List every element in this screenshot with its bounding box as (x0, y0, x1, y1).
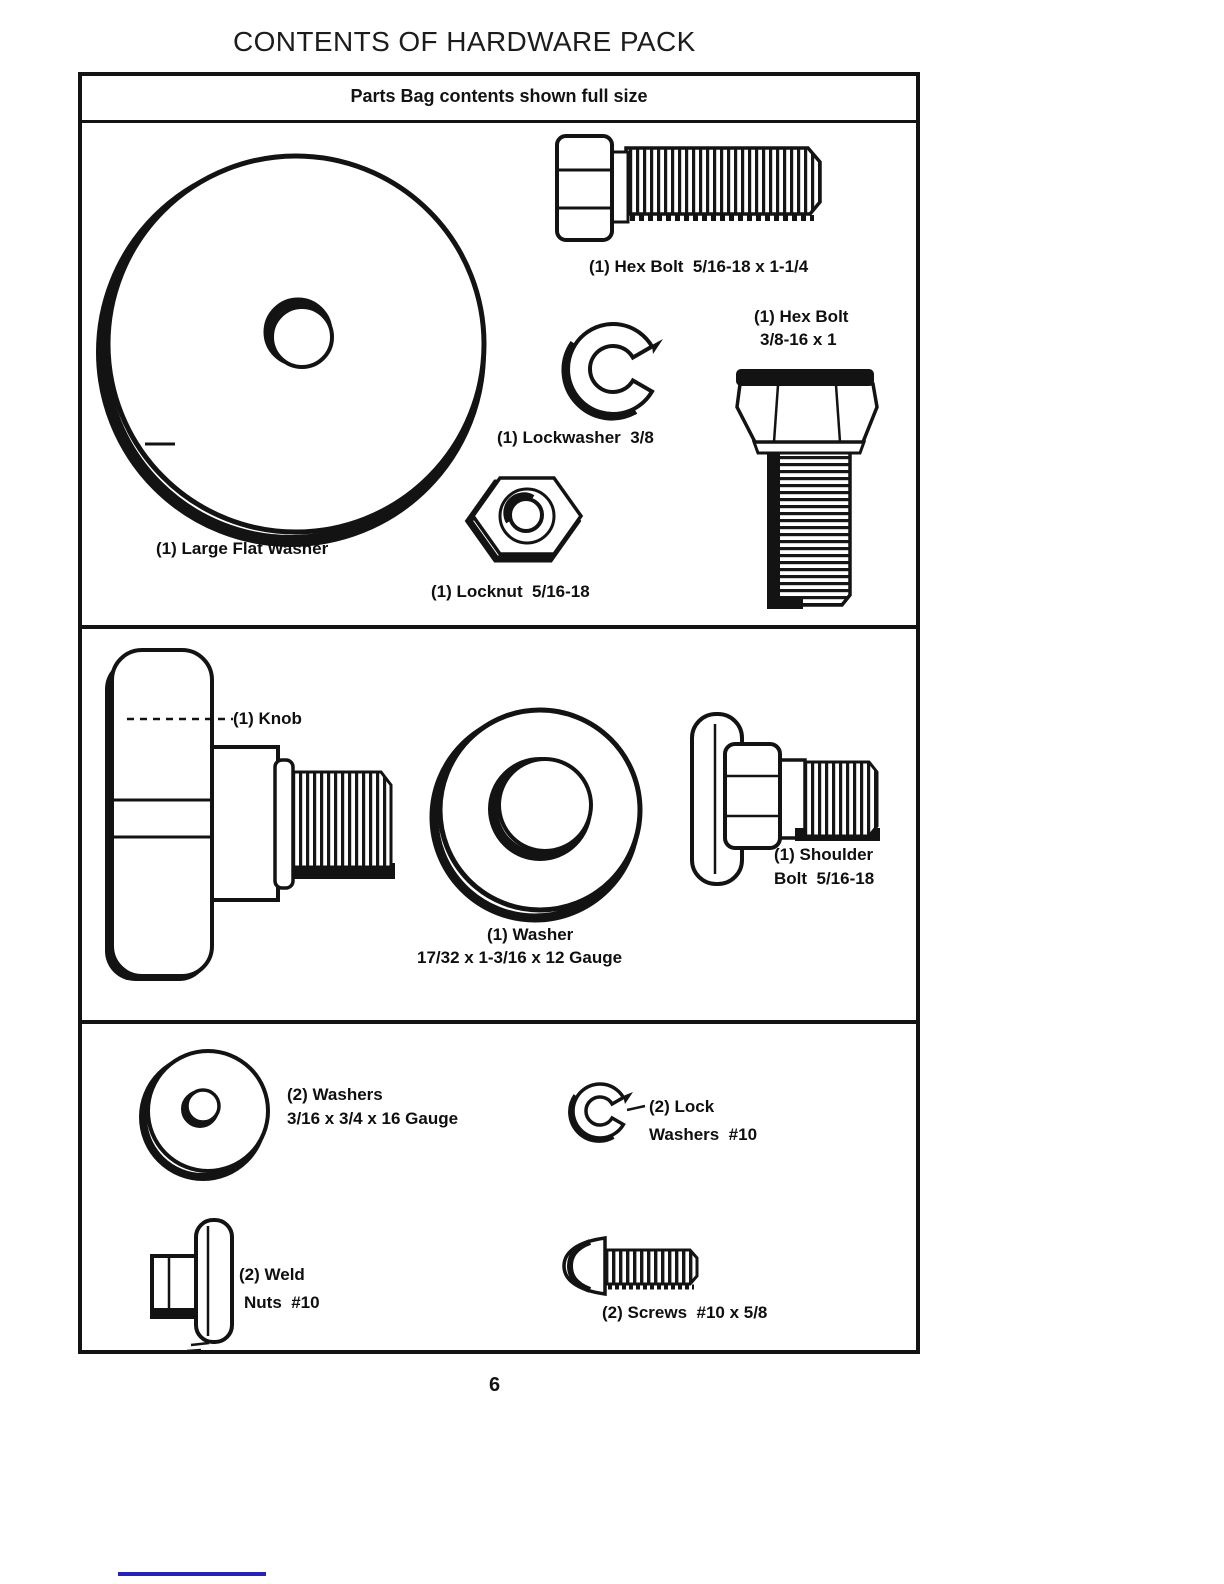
small-lockwasher-illustration (568, 1082, 646, 1143)
weld-nuts-label-line2: Nuts #10 (244, 1293, 320, 1312)
header-divider (82, 120, 916, 123)
washer-illustration (429, 707, 643, 923)
knob-label: (1) Knob (233, 709, 302, 728)
page-number: 6 (489, 1374, 501, 1396)
weld-nuts-label-line1: (2) Weld (239, 1265, 305, 1284)
shoulder-bolt-label-line1: (1) Shoulder (774, 845, 874, 864)
hex-bolt-large-label-line2: 3/8-16 x 1 (760, 330, 837, 349)
locknut-label: (1) Locknut 5/16-18 (431, 582, 590, 601)
washer-label-line1: (1) Washer (487, 925, 574, 944)
section-divider-1 (82, 625, 916, 629)
knob-illustration (105, 648, 395, 981)
washers-label-line2: 3/16 x 3/4 x 16 Gauge (287, 1109, 459, 1128)
lockwasher-illustration (561, 322, 663, 421)
lock-washers-label-line1: (2) Lock (649, 1097, 715, 1116)
large-flat-washer-label: (1) Large Flat Washer (156, 539, 329, 558)
shoulder-bolt-label-line2: Bolt 5/16-18 (774, 869, 875, 888)
hex-bolt-large-label-line1: (1) Hex Bolt (754, 307, 849, 326)
shoulder-bolt-illustration (690, 712, 880, 886)
washers-label-line1: (2) Washers (287, 1085, 383, 1104)
parts-box-header: Parts Bag contents shown full size (350, 86, 648, 106)
page-title: CONTENTS OF HARDWARE PACK (233, 26, 696, 57)
section-divider-2 (82, 1020, 916, 1024)
large-flat-washer-illustration (96, 153, 487, 547)
parts-box-border (78, 72, 920, 1354)
lockwasher-label: (1) Lockwasher 3/8 (497, 428, 654, 447)
lock-washers-label-line2: Washers #10 (649, 1125, 758, 1144)
washer-label-line2: 17/32 x 1-3/16 x 12 Gauge (417, 948, 623, 967)
locknut-illustration (464, 476, 584, 563)
small-washer-illustration (139, 1049, 270, 1181)
hex-bolt-small-illustration (555, 134, 822, 242)
scan-artifact-line (118, 1572, 266, 1576)
hex-bolt-large-illustration (735, 369, 879, 609)
screws-label: (2) Screws #10 x 5/8 (602, 1303, 768, 1322)
weld-nut-illustration (150, 1218, 234, 1353)
screw-illustration (562, 1235, 699, 1297)
hex-bolt-small-label: (1) Hex Bolt 5/16-18 x 1-1/4 (589, 257, 809, 276)
